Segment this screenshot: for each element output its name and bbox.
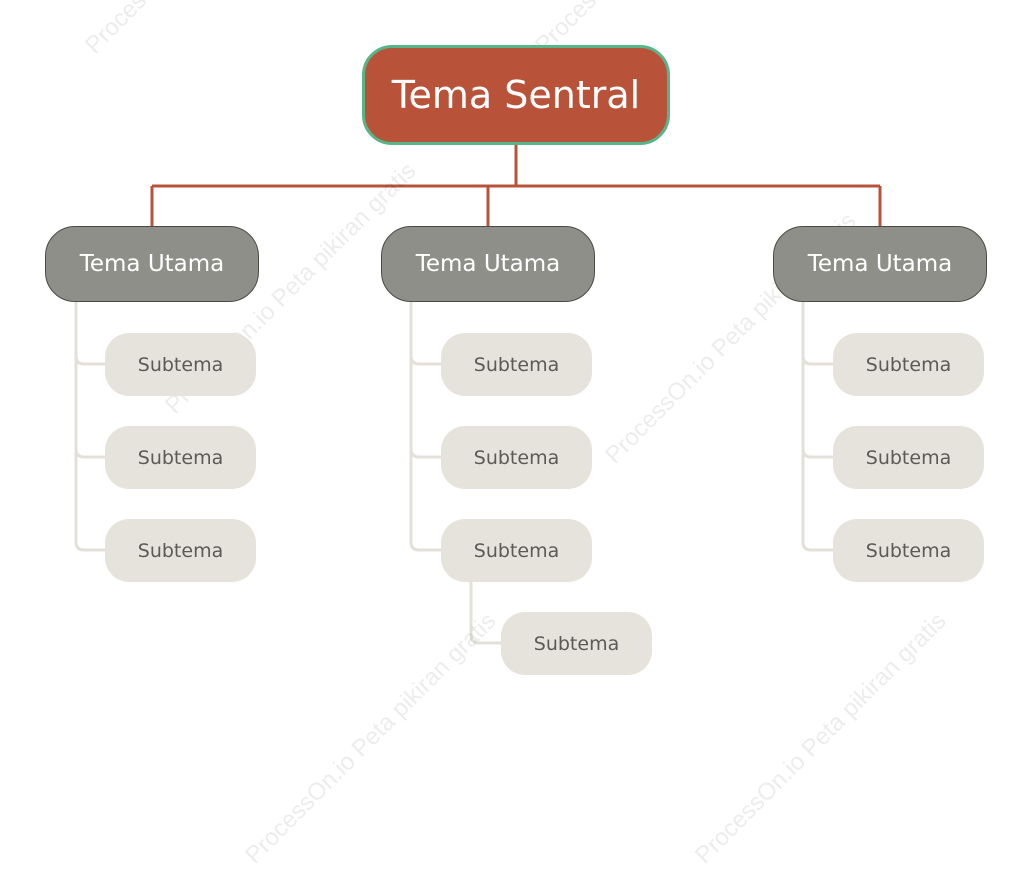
- main-topic-label: Tema Utama: [79, 251, 225, 277]
- main-topic-node[interactable]: Tema Utama: [381, 226, 595, 302]
- sub-subtopic-node[interactable]: Subtema: [501, 612, 652, 675]
- sub-connector: [74, 356, 105, 459]
- subtopic-node[interactable]: Subtema: [441, 519, 592, 582]
- sub-connector: [74, 302, 105, 366]
- subtopic-label: Subtema: [865, 353, 952, 376]
- sub-connector: [801, 356, 833, 459]
- main-topic-node[interactable]: Tema Utama: [773, 226, 987, 302]
- connector-layer: [74, 145, 882, 645]
- subtopic-label: Subtema: [137, 353, 224, 376]
- mind-map-canvas: ProcessOn.io Peta pikiran gratis Process…: [45, 0, 987, 869]
- subtopic-node[interactable]: Subtema: [105, 519, 256, 582]
- central-topic-label: Tema Sentral: [391, 73, 641, 117]
- subtopic-label: Subtema: [137, 446, 224, 469]
- subtopic-label: Subtema: [473, 539, 560, 562]
- central-topic-node[interactable]: Tema Sentral: [362, 45, 670, 145]
- sub-connector: [409, 356, 441, 459]
- subtopic-label: Subtema: [137, 539, 224, 562]
- sub-connector: [74, 449, 105, 552]
- subtopic-node[interactable]: Subtema: [833, 333, 984, 396]
- subtopic-label: Subtema: [473, 353, 560, 376]
- subtopic-node[interactable]: Subtema: [441, 333, 592, 396]
- main-topic-label: Tema Utama: [415, 251, 561, 277]
- subtopic-node[interactable]: Subtema: [105, 426, 256, 489]
- sub-connector: [801, 302, 833, 366]
- sub-connector: [801, 449, 833, 552]
- sub-connector: [409, 449, 441, 552]
- subtopic-label: Subtema: [865, 539, 952, 562]
- subtopic-node[interactable]: Subtema: [833, 426, 984, 489]
- subtopic-node[interactable]: Subtema: [833, 519, 984, 582]
- main-topic-node[interactable]: Tema Utama: [45, 226, 259, 302]
- subtopic-node[interactable]: Subtema: [105, 333, 256, 396]
- sub-connector: [409, 302, 441, 366]
- sub-sub-connector: [469, 581, 501, 645]
- sub-subtopic-label: Subtema: [533, 632, 620, 655]
- subtopic-node[interactable]: Subtema: [441, 426, 592, 489]
- subtopic-label: Subtema: [473, 446, 560, 469]
- subtopic-label: Subtema: [865, 446, 952, 469]
- main-topic-label: Tema Utama: [807, 251, 953, 277]
